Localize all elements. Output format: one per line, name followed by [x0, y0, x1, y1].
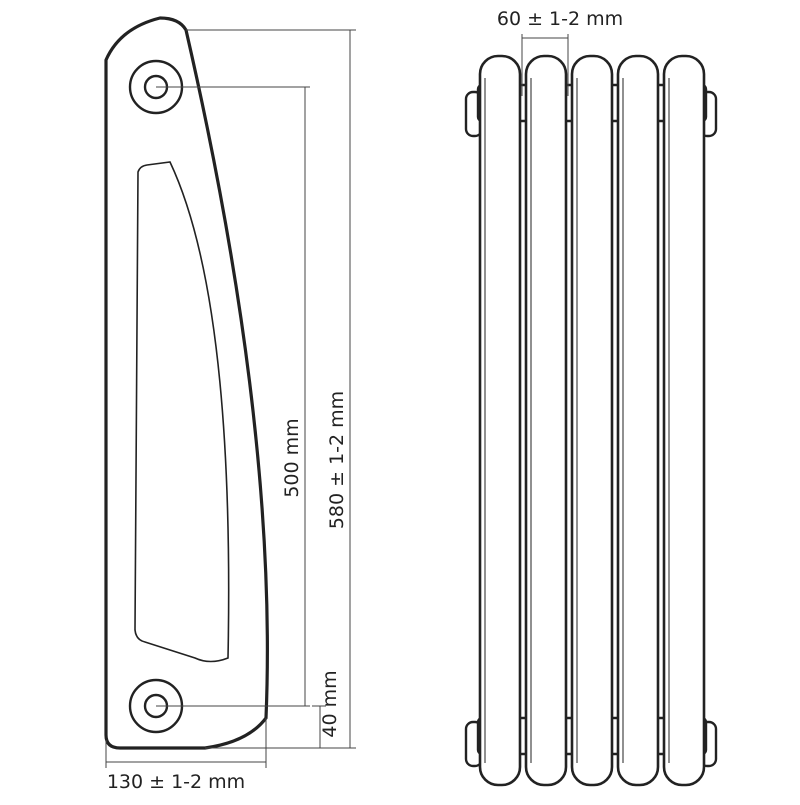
radiator-column [524, 54, 568, 787]
radiator-column [616, 54, 660, 787]
column-spacing-label: 60 ± 1-2 mm [497, 8, 623, 30]
depth-label: 130 ± 1-2 mm [107, 771, 245, 793]
radiator-column [662, 54, 706, 787]
radiator-column [570, 54, 614, 787]
side-inner-panel [134, 161, 230, 663]
side-view [104, 16, 269, 750]
front-view [464, 34, 718, 787]
column-spacing-dimension [521, 34, 569, 96]
total-height-label: 580 ± 1-2 mm [326, 391, 348, 529]
bottom-offset-label: 40 mm [319, 670, 341, 737]
dimension-lines [105, 29, 356, 768]
radiator-columns [478, 54, 706, 787]
radiator-column [478, 54, 522, 787]
connection-distance-label: 500 mm [281, 418, 303, 497]
side-profile-outline [104, 16, 269, 750]
